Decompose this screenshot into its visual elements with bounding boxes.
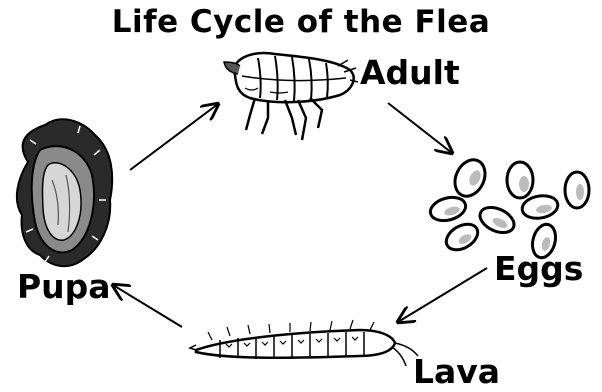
stage-label-larva: Lava xyxy=(413,355,500,388)
arrow-adult-to-eggs xyxy=(388,103,452,153)
stage-label-adult: Adult xyxy=(360,56,460,89)
eggs-icon xyxy=(428,155,589,260)
arrow-pupa-to-adult xyxy=(130,104,218,170)
pupa-icon xyxy=(17,119,112,266)
stage-label-pupa: Pupa xyxy=(17,270,111,303)
stage-label-eggs: Eggs xyxy=(494,252,583,285)
arrow-eggs-to-larva xyxy=(398,268,487,322)
arrow-larva-to-pupa xyxy=(113,285,182,327)
flea-icon xyxy=(224,53,358,140)
larva-icon xyxy=(190,320,418,366)
